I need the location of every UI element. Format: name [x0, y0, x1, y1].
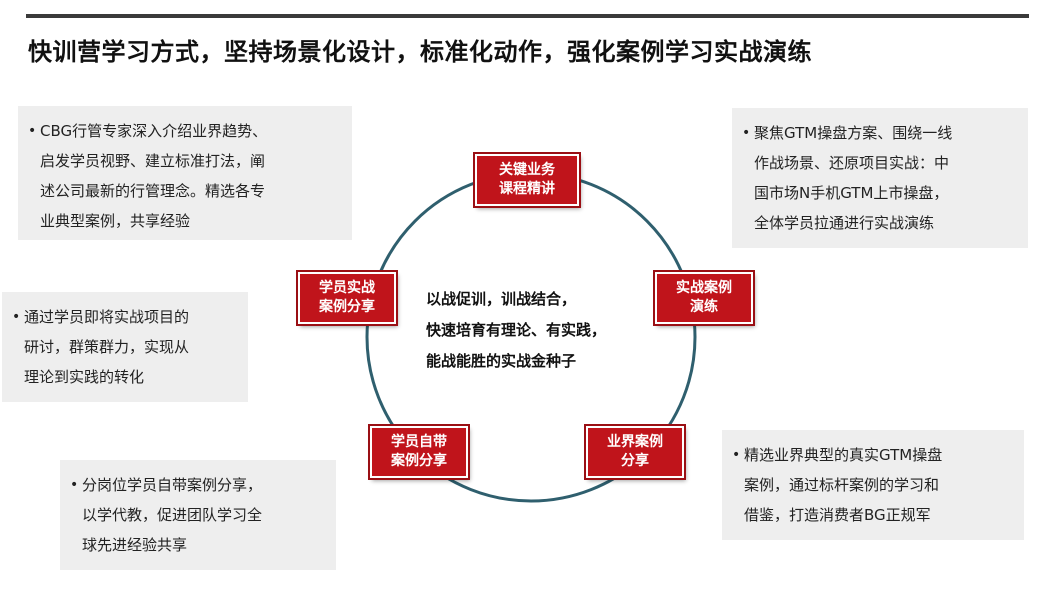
note-line: 球先进经验共享 [82, 536, 188, 554]
note-top-right: • 聚焦GTM操盘方案、围绕一线 作战场景、还原项目实战：中 国市场N手机GTM… [732, 108, 1028, 248]
note-line: 案例，通过标杆案例的学习和 [744, 476, 940, 494]
node-left: 学员实战 案例分享 [296, 270, 398, 326]
bullet-icon: • [742, 125, 751, 141]
node-label: 学员实战 [319, 280, 375, 296]
node-label: 学员自带 [391, 434, 447, 450]
node-bottom-left: 学员自带 案例分享 [368, 424, 470, 480]
note-line: 作战场景、还原项目实战：中 [754, 154, 950, 172]
note-line: 国市场N手机GTM上市操盘， [754, 184, 949, 202]
note-bottom-right: • 精选业界典型的真实GTM操盘 案例，通过标杆案例的学习和 借鉴，打造消费者B… [722, 430, 1024, 540]
top-rule [26, 14, 1029, 18]
node-label: 案例分享 [391, 453, 447, 469]
node-label: 关键业务 [499, 162, 555, 178]
node-right: 实战案例 演练 [653, 270, 755, 326]
bullet-icon: • [732, 447, 741, 463]
node-label: 案例分享 [319, 299, 375, 315]
note-line: 借鉴，打造消费者BG正规军 [744, 506, 931, 524]
note-line: 业典型案例，共享经验 [40, 212, 191, 230]
center-text: 以战促训，训战结合， 快速培育有理论、有实践， 能战能胜的实战金种子 [426, 284, 666, 377]
node-label: 演练 [690, 299, 718, 315]
note-top-left: • CBG行管专家深入介绍业界趋势、 启发学员视野、建立标准打法，阐 述公司最新… [18, 106, 352, 240]
center-line: 能战能胜的实战金种子 [426, 352, 577, 370]
center-line: 快速培育有理论、有实践， [426, 321, 607, 339]
page-title: 快训营学习方式，坚持场景化设计，标准化动作，强化案例学习实战演练 [28, 38, 812, 66]
node-label: 课程精讲 [499, 181, 555, 197]
note-line: 述公司最新的行管理念。精选各专 [40, 182, 266, 200]
note-line: 理论到实践的转化 [24, 368, 145, 386]
note-line: 启发学员视野、建立标准打法，阐 [40, 152, 266, 170]
bullet-icon: • [12, 309, 21, 325]
note-line: 精选业界典型的真实GTM操盘 [744, 446, 943, 464]
note-line: 全体学员拉通进行实战演练 [754, 214, 935, 232]
note-mid-left: • 通过学员即将实战项目的 研讨，群策群力，实现从 理论到实践的转化 [2, 292, 248, 402]
node-bottom-right: 业界案例 分享 [584, 424, 686, 480]
note-bottom-left: • 分岗位学员自带案例分享， 以学代教，促进团队学习全 球先进经验共享 [60, 460, 336, 570]
node-label: 业界案例 [607, 434, 663, 450]
center-line: 以战促训，训战结合， [426, 290, 577, 308]
bullet-icon: • [70, 477, 79, 493]
bullet-icon: • [28, 123, 37, 139]
note-line: 通过学员即将实战项目的 [24, 308, 190, 326]
note-line: 聚焦GTM操盘方案、围绕一线 [754, 124, 953, 142]
node-label: 实战案例 [676, 280, 732, 296]
note-line: CBG行管专家深入介绍业界趋势、 [40, 122, 268, 140]
node-label: 分享 [621, 453, 649, 469]
note-line: 分岗位学员自带案例分享， [82, 476, 263, 494]
note-line: 以学代教，促进团队学习全 [82, 506, 263, 524]
note-line: 研讨，群策群力，实现从 [24, 338, 190, 356]
node-top: 关键业务 课程精讲 [473, 152, 581, 208]
